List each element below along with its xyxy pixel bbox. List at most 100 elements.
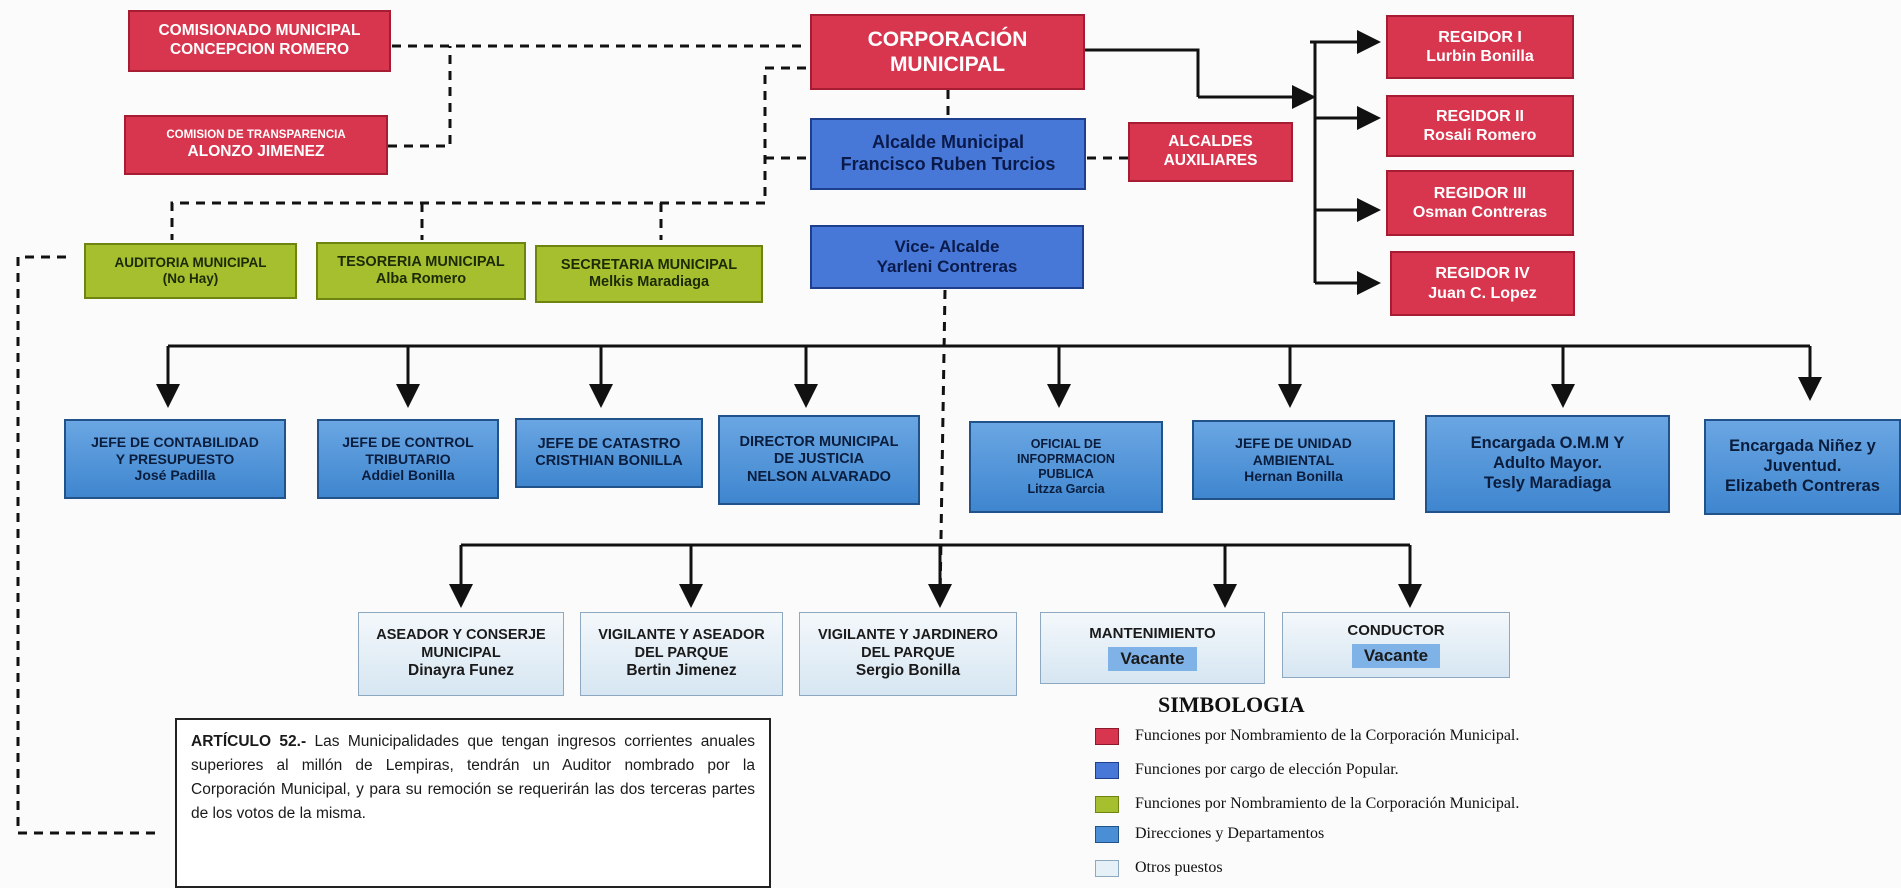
vice-name: Yarleni Contreras (876, 257, 1018, 276)
dept-line: Encargada Niñez y (1729, 437, 1876, 456)
legend-title: SIMBOLOGIA (1158, 692, 1305, 717)
comisionado-box: COMISIONADO MUNICIPAL CONCEPCION ROMERO (128, 10, 391, 72)
regidor-name: Juan C. Lopez (1428, 284, 1537, 302)
legend-swatch (1095, 825, 1119, 843)
other-box: VIGILANTE Y ASEADOR DEL PARQUE Bertin Ji… (580, 612, 783, 696)
dept-box: JEFE DE CONTROL TRIBUTARIO Addiel Bonill… (317, 419, 499, 499)
alcaldes-aux-line2: AUXILIARES (1163, 152, 1258, 169)
vacant-badge: Vacante (1351, 643, 1441, 669)
dept-line: OFICIAL DE (1030, 437, 1102, 451)
legend-label: Direcciones y Departamentos (1135, 825, 1325, 842)
regidor-title: REGIDOR IV (1435, 265, 1530, 283)
dept-line: Y PRESUPUESTO (115, 450, 235, 467)
other-name: Sergio Bonilla (855, 662, 961, 680)
other-box: ASEADOR Y CONSERJE MUNICIPAL Dinayra Fun… (358, 612, 564, 696)
other-name: Bertin Jimenez (626, 662, 737, 680)
tesoreria-name: Alba Romero (375, 271, 467, 287)
legend-label: Funciones por cargo de elección Popular. (1135, 761, 1399, 778)
comision-title: COMISION DE TRANSPARENCIA (166, 128, 346, 141)
dept-line: JEFE DE CATASTRO (537, 435, 681, 452)
alcalde-name: Francisco Ruben Turcios (840, 154, 1056, 174)
regidor-name: Osman Contreras (1412, 204, 1548, 221)
vacant-badge: Vacante (1108, 646, 1197, 672)
auditoria-box: AUDITORIA MUNICIPAL (No Hay) (84, 243, 297, 299)
legend-item: Funciones por Nombramiento de la Corpora… (1095, 727, 1519, 745)
comision-name: ALONZO JIMENEZ (187, 142, 325, 160)
dept-line: Juventud. (1763, 457, 1842, 476)
dept-name: Hernan Bonilla (1244, 468, 1343, 485)
dept-name: CRISTHIAN BONILLA (535, 453, 683, 469)
tesoreria-box: TESORERIA MUNICIPAL Alba Romero (316, 242, 526, 300)
regidor-title: REGIDOR I (1438, 28, 1522, 46)
dept-line: PUBLICA (1038, 467, 1094, 481)
secretaria-name: Melkis Maradiaga (588, 274, 710, 290)
article-text: Las Municipalidades que tengan ingresos … (191, 733, 755, 823)
other-name: Dinayra Funez (408, 662, 514, 680)
dept-line: DE JUSTICIA (773, 451, 865, 468)
comision-transparencia-box: COMISION DE TRANSPARENCIA ALONZO JIMENEZ (124, 115, 388, 175)
tesoreria-title: TESORERIA MUNICIPAL (337, 253, 505, 270)
auditoria-title: AUDITORIA MUNICIPAL (114, 254, 267, 270)
alcalde-box: Alcalde Municipal Francisco Ruben Turcio… (810, 118, 1086, 190)
other-line: MUNICIPAL (421, 644, 501, 661)
dept-line: JEFE DE CONTABILIDAD (91, 433, 259, 450)
dept-name: Litzza Garcia (1027, 482, 1105, 496)
other-box: MANTENIMIENTO Vacante (1040, 612, 1265, 684)
legend-swatch (1095, 859, 1119, 877)
dept-name: Elizabeth Contreras (1725, 476, 1880, 495)
regidor-box: REGIDOR III Osman Contreras (1386, 170, 1574, 236)
dept-box: JEFE DE UNIDAD AMBIENTAL Hernan Bonilla (1192, 420, 1395, 500)
other-line: VIGILANTE Y JARDINERO (818, 627, 998, 644)
dept-name: José Padilla (134, 467, 216, 484)
dept-box: JEFE DE CONTABILIDAD Y PRESUPUESTO José … (64, 419, 286, 499)
legend-label: Funciones por Nombramiento de la Corpora… (1135, 795, 1520, 812)
alcalde-title: Alcalde Municipal (871, 132, 1025, 153)
article-52-note: ARTÍCULO 52.- Las Municipalidades que te… (175, 718, 771, 888)
auditoria-name: (No Hay) (162, 271, 219, 286)
dept-box: Encargada O.M.M Y Adulto Mayor. Tesly Ma… (1425, 415, 1670, 513)
regidor-box: REGIDOR I Lurbin Bonilla (1386, 15, 1574, 79)
legend-item: Otros puestos (1095, 859, 1223, 877)
dept-line: Encargada O.M.M Y (1470, 434, 1625, 453)
other-box: VIGILANTE Y JARDINERO DEL PARQUE Sergio … (799, 612, 1017, 696)
dept-line: DIRECTOR MUNICIPAL (739, 433, 899, 450)
alcaldes-auxiliares-box: ALCALDES AUXILIARES (1128, 122, 1293, 182)
dept-box: JEFE DE CATASTRO CRISTHIAN BONILLA (515, 418, 703, 488)
legend-label: Otros puestos (1135, 859, 1223, 876)
regidor-box: REGIDOR IV Juan C. Lopez (1390, 251, 1575, 316)
other-box: CONDUCTOR Vacante (1282, 612, 1510, 678)
corporacion-line1: CORPORACIÓN (867, 27, 1028, 51)
dept-line: INFOPRMACION (1017, 452, 1115, 466)
legend-item: Direcciones y Departamentos (1095, 825, 1324, 843)
other-title: MANTENIMIENTO (1089, 624, 1216, 642)
regidor-title: REGIDOR II (1435, 107, 1524, 125)
secretaria-box: SECRETARIA MUNICIPAL Melkis Maradiaga (535, 245, 763, 303)
other-line: DEL PARQUE (861, 644, 955, 661)
regidor-name: Rosali Romero (1423, 127, 1537, 144)
regidor-name: Lurbin Bonilla (1426, 48, 1534, 65)
regidor-box: REGIDOR II Rosali Romero (1386, 95, 1574, 157)
legend-swatch (1095, 795, 1119, 813)
legend-item: Funciones por Nombramiento de la Corpora… (1095, 795, 1519, 813)
dept-box: DIRECTOR MUNICIPAL DE JUSTICIA NELSON AL… (718, 415, 920, 505)
other-title: CONDUCTOR (1347, 621, 1445, 639)
dept-line: TRIBUTARIO (365, 450, 451, 467)
vice-alcalde-box: Vice- Alcalde Yarleni Contreras (810, 225, 1084, 289)
dept-box: Encargada Niñez y Juventud. Elizabeth Co… (1704, 419, 1901, 515)
comisionado-title: COMISIONADO MUNICIPAL (158, 22, 361, 40)
legend-swatch (1095, 727, 1119, 745)
other-line: ASEADOR Y CONSERJE (376, 627, 546, 644)
dept-name: Tesly Maradiaga (1483, 473, 1612, 492)
legend-item: Funciones por cargo de elección Popular. (1095, 761, 1399, 779)
secretaria-title: SECRETARIA MUNICIPAL (560, 256, 738, 273)
other-line: VIGILANTE Y ASEADOR (598, 627, 765, 644)
dept-name: Addiel Bonilla (361, 467, 455, 484)
vice-title: Vice- Alcalde (894, 236, 1000, 256)
other-line: DEL PARQUE (634, 644, 729, 661)
dept-line: JEFE DE CONTROL (342, 433, 474, 450)
legend-label: Funciones por Nombramiento de la Corpora… (1135, 727, 1520, 744)
corporacion-box: CORPORACIÓN MUNICIPAL (810, 14, 1085, 90)
article-heading: ARTÍCULO 52.- (191, 733, 307, 750)
dept-box: OFICIAL DE INFOPRMACION PUBLICA Litzza G… (969, 421, 1163, 513)
